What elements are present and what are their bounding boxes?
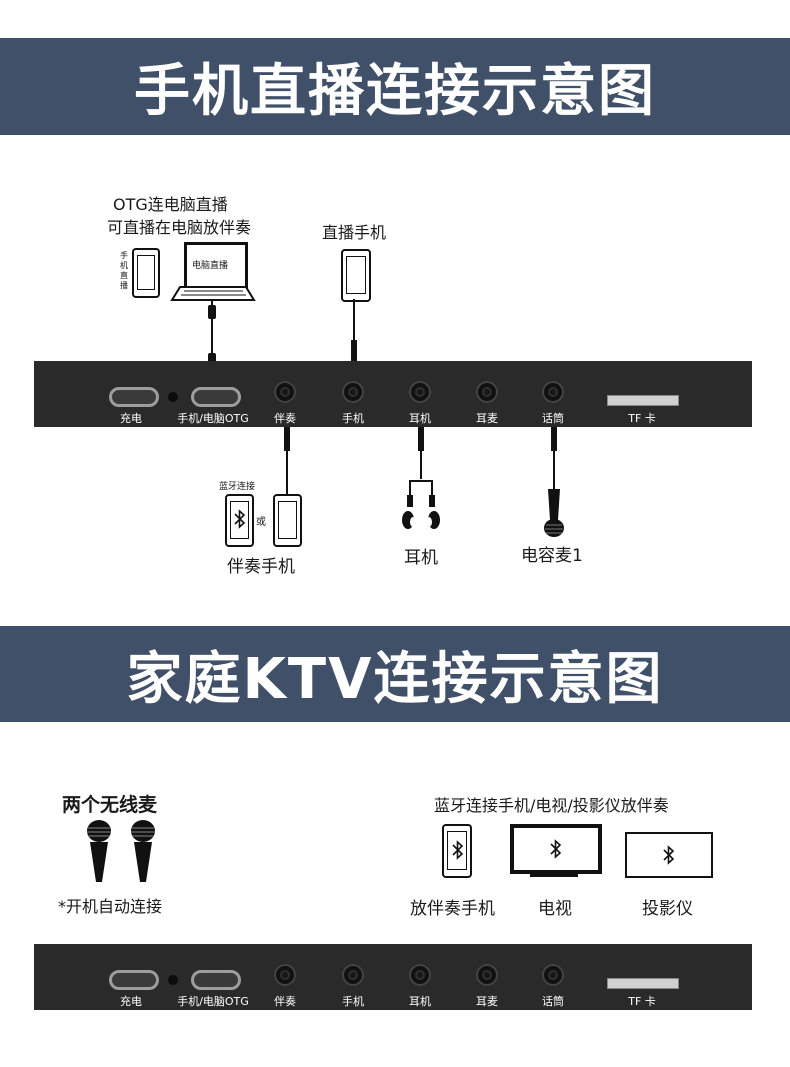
tv-stand (530, 874, 578, 877)
port-label-otg: 手机/电脑OTG (177, 995, 249, 1008)
wireless-mic-1-icon (87, 820, 111, 882)
port-label-headset: 耳麦 (476, 412, 498, 425)
bt-phone-icon (225, 494, 254, 547)
accompany-phone-label: 伴奏手机 (227, 557, 295, 577)
otg-cable (211, 301, 213, 365)
device-projector-label: 投影仪 (642, 899, 693, 919)
live-phone-cable-plug (351, 340, 357, 364)
otg-port (191, 387, 241, 407)
port-label-earphone: 耳机 (409, 412, 431, 425)
bt-connect-small-label: 蓝牙连接 (219, 482, 256, 492)
headset-jack (476, 381, 498, 403)
mixer-device-top: 充电 手机/电脑OTG 伴奏 手机 耳机 耳麦 话筒 TF 卡 (34, 361, 752, 427)
charge-port (109, 970, 159, 990)
earphone-cable-plug (418, 427, 424, 451)
otg-note-line2: 可直播在电脑放伴奏 (107, 218, 252, 237)
otg-port (191, 970, 241, 990)
accompany-cable-plug (284, 427, 290, 451)
section2-title-banner: 家庭KTV连接示意图 (0, 626, 790, 722)
phone-icon (132, 248, 160, 298)
tf-card-slot (607, 395, 679, 406)
port-label-phone: 手机 (342, 995, 364, 1008)
earphone-label: 耳机 (404, 548, 438, 568)
port-label-charge: 充电 (120, 995, 142, 1008)
accompany-phone-icon (273, 494, 302, 547)
otg-cable-plug-top (208, 305, 216, 319)
otg-cable-plug-bottom (208, 353, 216, 367)
device-tv-label: 电视 (538, 899, 572, 919)
port-label-otg: 手机/电脑OTG (177, 412, 249, 425)
phone-vertical-label: 手 机 直 播 (120, 251, 128, 290)
earphone-jack (409, 964, 431, 986)
headset-jack (476, 964, 498, 986)
port-label-accompany: 伴奏 (274, 995, 296, 1008)
live-phone-cable (353, 299, 355, 365)
wireless-mic-2-icon (131, 820, 155, 882)
device-phone-label: 放伴奏手机 (410, 899, 495, 919)
port-label-microphone: 话筒 (542, 995, 564, 1008)
bluetooth-icon (550, 839, 562, 859)
tf-card-slot (607, 978, 679, 989)
accompany-cable (286, 427, 288, 497)
bluetooth-heading: 蓝牙连接手机/电视/投影仪放伴奏 (434, 796, 669, 815)
bluetooth-icon (663, 845, 675, 865)
auto-connect-note: *开机自动连接 (58, 897, 163, 916)
accompany-jack (274, 381, 296, 403)
projector-icon (625, 832, 713, 878)
port-label-earphone: 耳机 (409, 995, 431, 1008)
mic-cable-plug (551, 427, 557, 451)
port-label-phone: 手机 (342, 412, 364, 425)
phone-jack (342, 964, 364, 986)
bt-accompany-phone-icon (442, 824, 472, 878)
live-phone-icon (341, 249, 371, 302)
port-label-accompany: 伴奏 (274, 412, 296, 425)
microphone-jack (542, 381, 564, 403)
earphone-cable (420, 427, 422, 479)
or-label: 或 (256, 517, 266, 528)
charge-port (109, 387, 159, 407)
section1-title: 手机直播连接示意图 (134, 59, 656, 124)
microphone-jack (542, 964, 564, 986)
port-label-headset: 耳麦 (476, 995, 498, 1008)
port-label-tf: TF 卡 (628, 995, 656, 1008)
mic-label: 电容麦1 (521, 546, 583, 566)
mic-cable (553, 427, 555, 489)
bluetooth-icon (452, 840, 464, 860)
otg-note-line1: OTG连电脑直播 (113, 195, 228, 214)
section2-title: 家庭KTV连接示意图 (126, 646, 664, 712)
earphone-jack (409, 381, 431, 403)
phone-jack (342, 381, 364, 403)
section1-title-banner: 手机直播连接示意图 (0, 38, 790, 135)
port-label-tf: TF 卡 (628, 412, 656, 425)
indicator-light (168, 975, 178, 985)
laptop-screen-text: 电脑直播 (192, 261, 229, 271)
bluetooth-icon (234, 509, 246, 529)
port-label-microphone: 话筒 (542, 412, 564, 425)
mixer-device-bottom: 充电 手机/电脑OTG 伴奏 手机 耳机 耳麦 话筒 TF 卡 (34, 944, 752, 1010)
tv-icon (510, 824, 602, 874)
indicator-light (168, 392, 178, 402)
wireless-mic-heading: 两个无线麦 (62, 794, 158, 816)
port-label-charge: 充电 (120, 412, 142, 425)
accompany-jack (274, 964, 296, 986)
live-phone-label: 直播手机 (322, 223, 387, 242)
